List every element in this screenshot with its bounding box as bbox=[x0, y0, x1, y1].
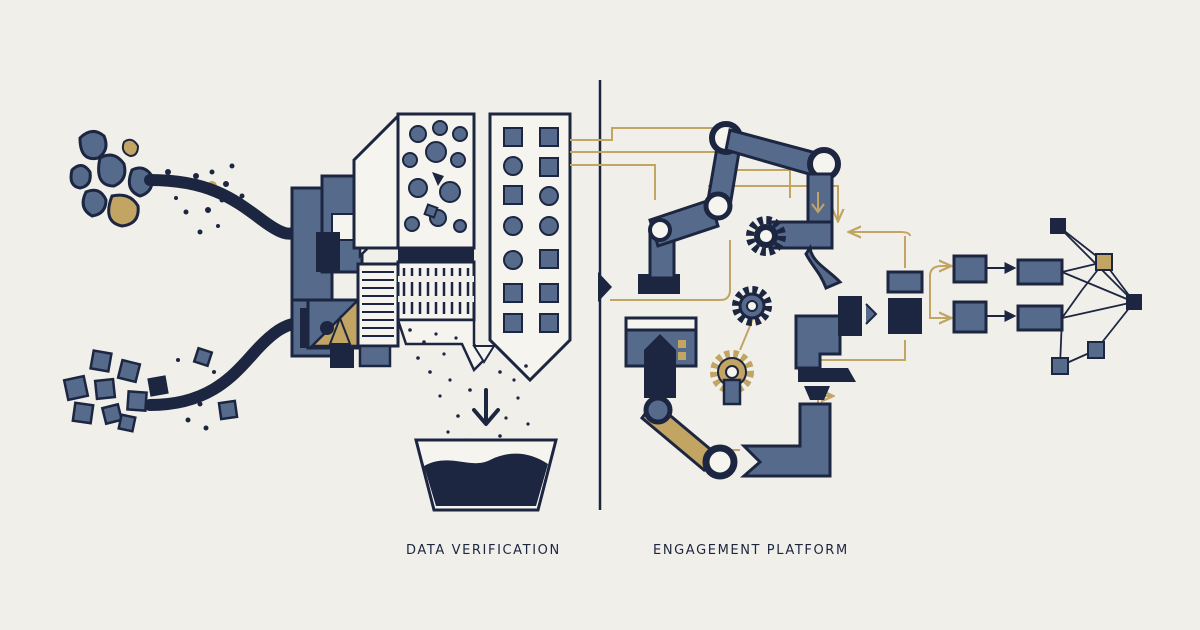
collection-bucket bbox=[414, 438, 558, 512]
robot-arm-top bbox=[638, 121, 843, 294]
raw-squares-cluster bbox=[62, 346, 239, 433]
engagement-platform-label: ENGAGEMENT PLATFORM bbox=[653, 543, 849, 558]
robot-arm-bottom bbox=[639, 386, 832, 480]
gear-icon bbox=[732, 286, 772, 326]
input-tube-top bbox=[144, 174, 306, 240]
input-tube-bottom bbox=[144, 316, 306, 411]
verification-machine bbox=[290, 112, 572, 383]
control-panel bbox=[624, 316, 698, 398]
data-particles-bottom bbox=[176, 358, 216, 431]
press-station bbox=[794, 270, 924, 382]
divider-arrow-icon bbox=[598, 272, 612, 302]
down-arrow-icon bbox=[472, 388, 500, 426]
data-verification-label: DATA VERIFICATION bbox=[406, 543, 561, 558]
gear-icon bbox=[746, 216, 786, 256]
falling-particles bbox=[408, 328, 530, 442]
gear-icon bbox=[710, 350, 754, 406]
raw-blobs-cluster bbox=[69, 130, 154, 228]
output-network bbox=[952, 218, 1142, 375]
